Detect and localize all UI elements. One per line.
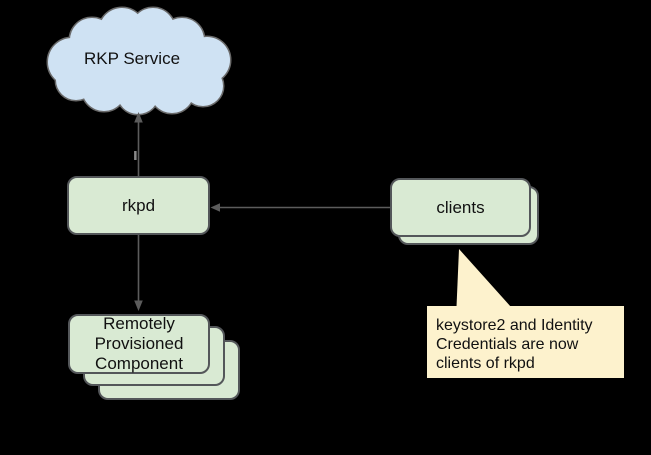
node-rpc-label-line1: Remotely (103, 314, 175, 333)
edge-clients-to-rkpd-arrowhead (210, 203, 220, 212)
node-rkpd: rkpd (67, 176, 210, 235)
edge-rkpd-to-rpc-arrowhead (134, 300, 143, 311)
node-clients: clients (390, 178, 531, 237)
cloud-shape (46, 6, 232, 116)
callout-tail (456, 249, 511, 307)
callout-bubble: keystore2 and Identity Credentials are n… (427, 306, 624, 378)
callout-text-line3: clients of rkpd (436, 355, 535, 372)
node-rpc: Remotely Provisioned Component (68, 314, 210, 374)
node-rkpd-label: rkpd (121, 195, 156, 215)
cloud-rkp-service-label: RKP Service (83, 49, 181, 68)
node-rpc-label-line2: Provisioned (94, 334, 184, 353)
edge-rkpd-to-rkpservice-arrowhead (134, 112, 143, 123)
callout-text-line2: Credentials are now (436, 336, 579, 353)
callout-text-line1: keystore2 and Identity (436, 317, 593, 334)
node-rpc-label-line3: Component (95, 354, 183, 373)
edge-midpoint-tick (134, 151, 137, 160)
node-clients-label: clients (436, 197, 485, 217)
